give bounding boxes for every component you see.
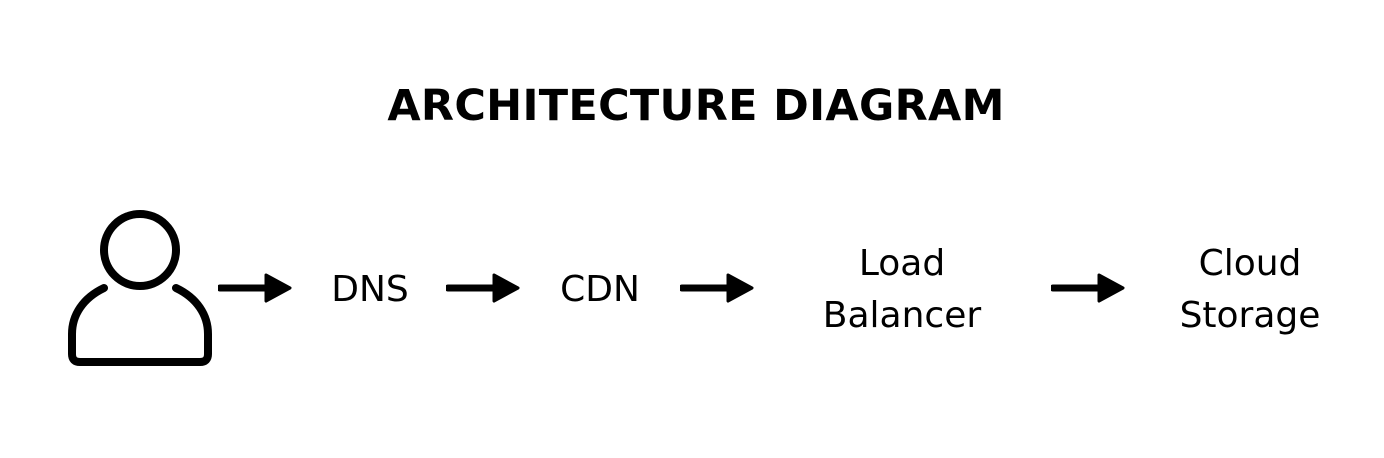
cloud-storage-label-line-1: Cloud	[1198, 243, 1302, 284]
cloud-storage-label-line-2: Storage	[1179, 295, 1321, 336]
dns-node: DNS	[320, 264, 420, 316]
cloud-storage-node: Cloud Storage	[1162, 238, 1338, 342]
load-balancer-label-line-1: Load	[858, 243, 946, 284]
arrow-load-balancer-to-cloud-storage-icon	[1051, 273, 1125, 303]
arrow-cdn-to-load-balancer-icon	[680, 273, 754, 303]
user-icon	[68, 210, 212, 366]
dns-label: DNS	[331, 269, 409, 310]
diagram-title: ARCHITECTURE DIAGRAM	[387, 81, 1005, 131]
cdn-node: CDN	[550, 264, 650, 316]
load-balancer-node: Load Balancer	[806, 238, 998, 342]
arrow-dns-to-cdn-icon	[446, 273, 520, 303]
load-balancer-label-line-2: Balancer	[822, 295, 982, 336]
arrow-user-to-dns-icon	[218, 273, 292, 303]
cdn-label: CDN	[560, 269, 640, 310]
